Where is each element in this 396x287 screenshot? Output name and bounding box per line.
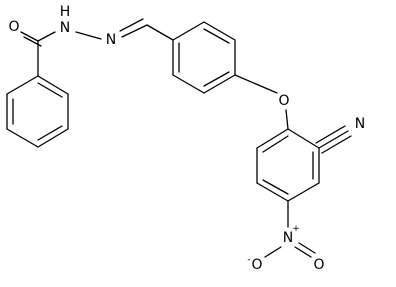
bond: [37, 31, 56, 42]
bond: [315, 125, 346, 144]
bond: [6, 128, 39, 148]
central-ring: [172, 21, 236, 94]
atom-label: N: [283, 230, 293, 246]
bond: [146, 24, 174, 41]
atom-label: H: [60, 4, 71, 20]
bond: [234, 74, 278, 94]
bond: [203, 21, 236, 41]
nitrophenyl-ring: [256, 128, 320, 202]
bond: [298, 242, 316, 254]
bond: [203, 74, 236, 94]
benzoyl-ring: [6, 75, 69, 148]
bond: [121, 24, 148, 38]
bond: [37, 128, 69, 148]
atom-label: N: [60, 20, 70, 36]
nitro-group: [264, 200, 316, 258]
bond: [256, 128, 289, 149]
atom-label: O: [8, 19, 19, 35]
bond: [318, 130, 349, 149]
bond: [119, 18, 144, 32]
bond: [287, 182, 320, 202]
bond-inner: [203, 28, 230, 44]
bond: [172, 21, 205, 41]
hydrazide-linkage: [20, 18, 174, 77]
atom-label: O: [251, 257, 262, 273]
bond: [37, 75, 69, 95]
bond: [294, 246, 312, 258]
bond: [23, 36, 42, 47]
bond-inner: [37, 125, 63, 141]
charge-label: -: [247, 255, 250, 265]
atom-label: O: [278, 93, 289, 109]
charge-label: +: [292, 224, 300, 234]
bond: [75, 31, 102, 40]
ether-bridge: [234, 74, 289, 130]
bond: [20, 31, 39, 42]
bond-inner: [203, 71, 230, 87]
bond-inner: [262, 135, 289, 153]
nitrile-group: [315, 125, 352, 154]
bond: [287, 128, 320, 149]
atom-label: N: [106, 32, 116, 48]
atom-label: N: [355, 116, 365, 132]
bond: [285, 109, 289, 130]
bond: [321, 135, 352, 154]
atom-label: O: [313, 257, 324, 273]
bond: [172, 74, 205, 94]
bond: [256, 182, 289, 202]
bond-inner: [262, 179, 289, 195]
bond-inner: [37, 82, 63, 98]
bond: [264, 246, 282, 258]
bond: [6, 75, 39, 95]
